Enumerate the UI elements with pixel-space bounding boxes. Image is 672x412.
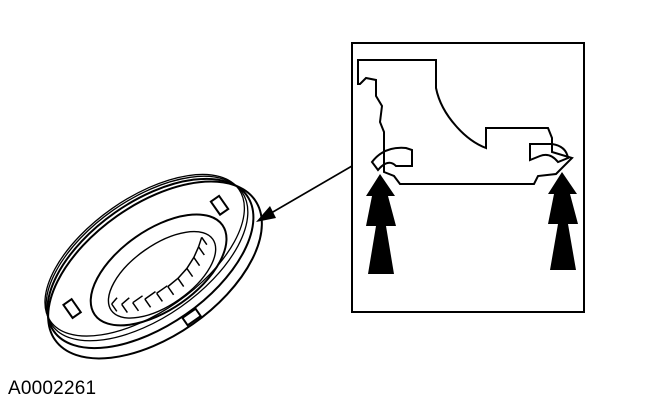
up-arrow-left bbox=[366, 174, 396, 274]
cross-section-profile bbox=[357, 59, 574, 185]
retaining-hook-left bbox=[370, 146, 413, 172]
detail-inset bbox=[351, 42, 585, 313]
pointer-arrow bbox=[256, 165, 353, 222]
figure-reference-code: A0002261 bbox=[8, 378, 97, 399]
retaining-hook-right bbox=[529, 143, 570, 164]
ring-component-illustration bbox=[44, 173, 263, 360]
up-arrow-right bbox=[548, 172, 578, 270]
